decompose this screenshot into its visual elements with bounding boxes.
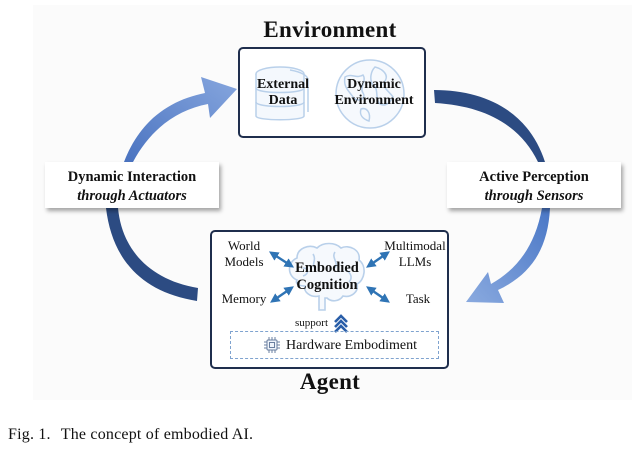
task-arrow [366,286,390,303]
arrow-to-agent [466,208,550,303]
multimodal-llms-label: Multimodal LLMs [384,238,446,269]
chip-icon [264,337,280,353]
caption-text: The concept of embodied AI. [60,426,254,443]
brain-icon [288,242,365,311]
dynamic-environment-label: Dynamic Environment [334,77,414,108]
figure-caption: Fig. 1. The concept of embodied AI. [8,426,253,444]
task-label: Task [405,291,431,306]
arc-from-agent [106,208,198,301]
memory-arrow [270,286,294,303]
dynamic-interaction-callout: Dynamic Interaction through Actuators [45,162,219,208]
support-chevrons-icon [334,314,348,333]
database-icon [255,66,309,121]
external-data-label: External Data [256,77,310,108]
multimodal-llms-arrow [366,251,390,268]
embodied-cognition-label: Embodied Cognition [295,260,359,293]
hardware-embodiment-box [230,331,439,359]
agent-title: Agent [299,369,361,394]
world-models-arrow [268,251,295,268]
memory-label: Memory [221,291,267,306]
world-models-label: World Models [224,238,264,269]
hardware-embodiment-label: Hardware Embodiment [286,338,418,353]
arrow-to-environment [124,77,237,162]
active-perception-callout: Active Perception through Sensors [447,162,621,208]
globe-icon [335,59,405,129]
arc-from-environment [434,90,545,162]
environment-title: Environment [263,17,397,42]
caption-label: Fig. 1. [8,426,51,443]
support-label: support [295,317,328,329]
